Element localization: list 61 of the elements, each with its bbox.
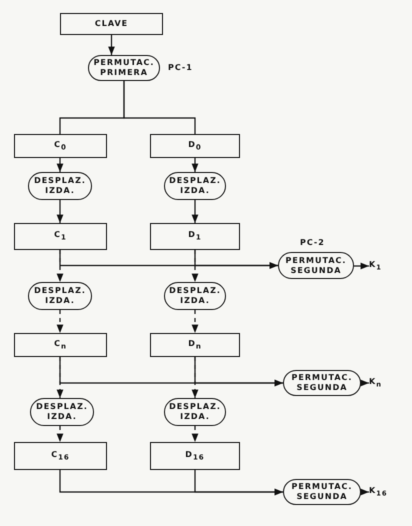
node-text: PERMUTAC. SEGUNDA [285, 256, 347, 276]
node-text: DESPLAZ. IZDA. [169, 176, 221, 196]
node-text: D$_{16}$ [185, 450, 205, 462]
node-text: C$_{n}$ [54, 338, 67, 352]
connector-line [123, 81, 196, 134]
output-label: K$_{1}$ [369, 258, 395, 274]
arrow [56, 200, 64, 223]
arrow [360, 380, 369, 386]
arrow [192, 310, 198, 333]
node-text: DESPLAZ. IZDA. [36, 402, 88, 422]
arrow [192, 158, 198, 172]
arrow [192, 250, 198, 282]
arrow [192, 357, 198, 398]
arrow [192, 200, 198, 223]
node-text: D$_{n}$ [188, 338, 202, 352]
arrow [108, 35, 115, 55]
node-text: C$_{0}$ [54, 140, 67, 152]
node-text: PERMUTAC. SEGUNDA [290, 482, 354, 502]
node-text: CLAVE [94, 19, 128, 29]
beside-label: PC-2 [300, 238, 325, 247]
arrow [56, 250, 64, 282]
node-text: D$_{0}$ [188, 140, 202, 152]
node-text: PERMUTAC. PRIMERA [94, 58, 154, 78]
arrow [354, 262, 369, 270]
terminal-pill [28, 282, 92, 310]
process-box [150, 134, 240, 158]
terminal-pill [30, 398, 94, 426]
node-text: DESPLAZ. IZDA. [169, 286, 221, 306]
node-text: C$_{1}$ [54, 230, 67, 243]
node-text: DESPLAZ. IZDA. [169, 402, 221, 422]
arrow [56, 426, 64, 442]
node-text: C$_{16}$ [51, 450, 70, 462]
node-text: DESPLAZ. IZDA. [34, 286, 86, 306]
process-box [150, 442, 240, 470]
arrow [56, 310, 64, 333]
terminal-pill [164, 172, 226, 200]
arrow [56, 357, 64, 398]
beside-label: PC-1 [168, 63, 193, 72]
arrow [56, 158, 64, 172]
arrow [194, 470, 283, 496]
process-box [14, 442, 107, 470]
terminal-pill [283, 370, 361, 396]
arrow [192, 426, 198, 442]
process-box [60, 13, 163, 35]
process-box [14, 333, 107, 357]
node-text: DESPLAZ. IZDA. [34, 176, 86, 196]
node-text: PERMUTAC. SEGUNDA [290, 373, 354, 393]
terminal-pill [278, 252, 354, 279]
process-box [150, 223, 240, 250]
arrow [360, 488, 369, 496]
process-box [14, 134, 107, 158]
output-label: K$_{16}$ [369, 484, 401, 500]
process-box [150, 333, 240, 357]
output-label: K$_{n}$ [369, 375, 395, 391]
terminal-pill [164, 282, 226, 310]
terminal-pill [283, 479, 361, 505]
process-box [14, 223, 107, 250]
terminal-pill [164, 398, 226, 426]
terminal-pill [88, 55, 160, 81]
terminal-pill [28, 172, 92, 200]
node-text: D$_{1}$ [188, 230, 202, 243]
